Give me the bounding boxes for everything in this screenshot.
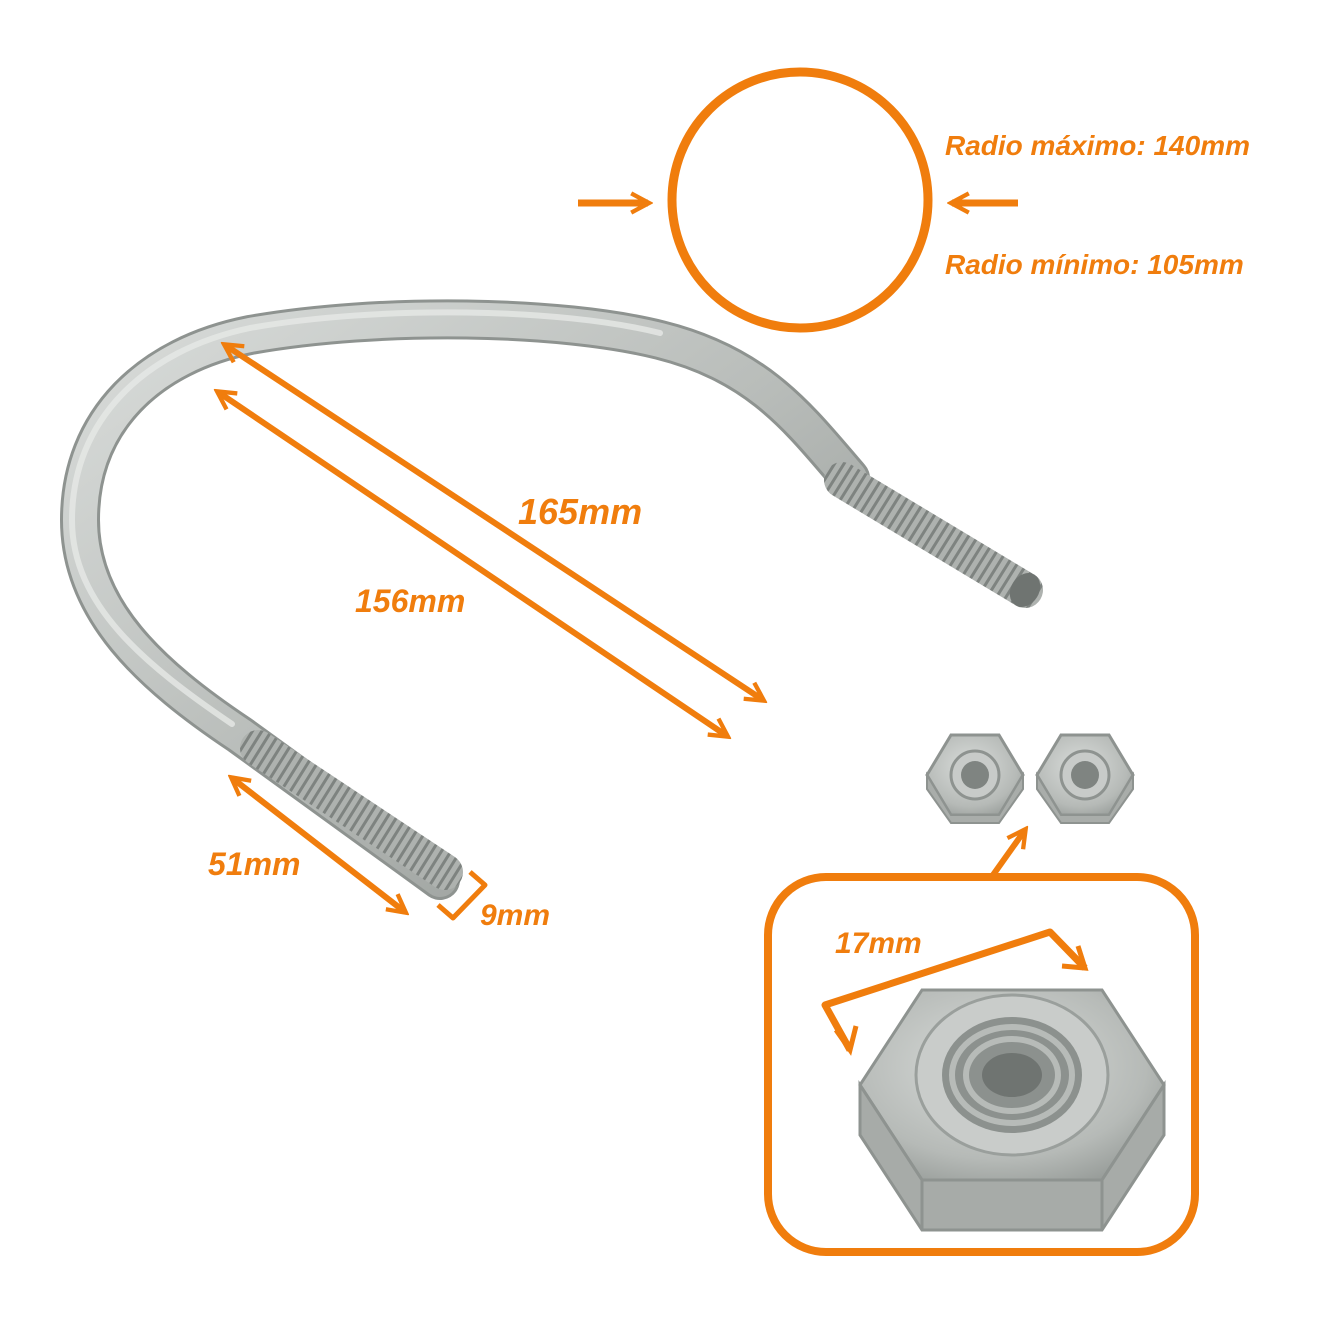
callout-frame (764, 873, 1199, 1256)
outer-length-label: 165mm (518, 491, 642, 532)
nuts-pair (925, 733, 1135, 877)
radius-max-label: Radio máximo: 140mm (945, 130, 1250, 161)
rod-diameter-label: 9mm (480, 899, 550, 932)
pipe-diameter-diagram: Radio máximo: 140mm Radio mínimo: 105mm (578, 67, 1250, 333)
zoom-pointer-arrow (990, 830, 1025, 877)
nut-width-arrowhead-right (1061, 945, 1089, 971)
outer-length-arrow (225, 345, 763, 700)
pipe-circle (667, 67, 933, 333)
nut-detail-callout: 17mm (764, 873, 1199, 1256)
rod-diameter-bracket (436, 870, 488, 921)
inner-length-label: 156mm (355, 583, 465, 619)
thread-length-arrow (232, 778, 405, 912)
hex-nut (1035, 733, 1135, 824)
hex-nut-closeup (858, 988, 1166, 1232)
nut-width-arrowhead-left (833, 1025, 859, 1056)
u-bolt (59, 299, 1043, 900)
radius-min-label: Radio mínimo: 105mm (945, 249, 1244, 280)
u-bolt-highlight (68, 309, 663, 727)
length-dimensions: 165mm 156mm (218, 345, 763, 736)
nut-width-dimension (821, 928, 1088, 1052)
inner-length-arrow (218, 392, 727, 736)
right-end-cap (1009, 573, 1041, 607)
thread-length-label: 51mm (208, 846, 301, 882)
hex-nut (925, 733, 1025, 824)
nut-width-label: 17mm (835, 927, 922, 960)
right-thread (824, 462, 1043, 608)
thread-dimensions: 51mm 9mm (208, 778, 550, 932)
